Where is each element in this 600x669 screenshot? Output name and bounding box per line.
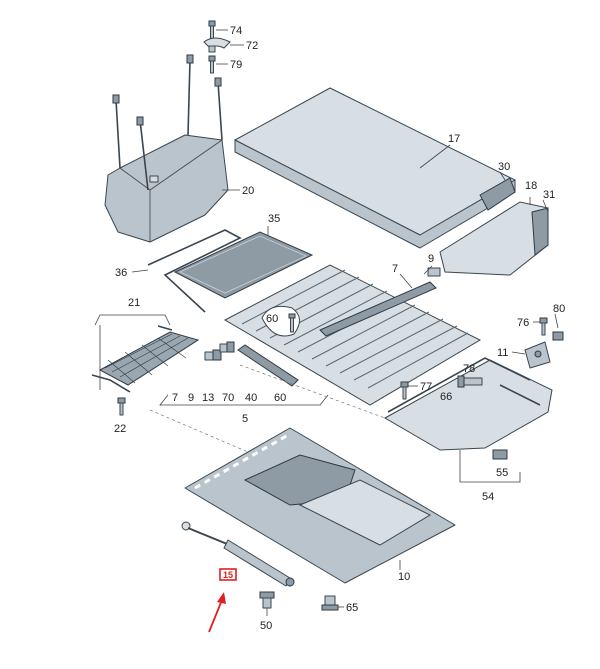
bracket-11: [524, 341, 551, 369]
callout-labels: 74 72 79 17 30 18 31 20 35 36 7 9 21 60 …: [114, 25, 565, 632]
callout-40: 40: [245, 392, 257, 404]
bracket-72: [203, 37, 231, 53]
callout-50: 50: [260, 620, 272, 632]
callout-70: 70: [222, 392, 234, 404]
mat-35: [173, 231, 314, 299]
callout-13: 13: [202, 392, 214, 404]
callout-76: 76: [517, 317, 529, 329]
callout-66: 66: [440, 391, 452, 403]
callout-9-top: 9: [428, 253, 434, 265]
callout-74: 74: [230, 25, 242, 37]
clip-80: [552, 331, 564, 341]
cushion-18: [439, 201, 549, 276]
pin-13: [204, 349, 222, 361]
fastener-65: [321, 595, 339, 611]
callout-20: 20: [242, 185, 254, 197]
callout-18: 18: [525, 180, 537, 192]
callout-65: 65: [346, 602, 358, 614]
fastener-50: [259, 591, 275, 609]
pin-70: [219, 341, 235, 353]
storage-bag-20: [104, 134, 229, 243]
callout-72: 72: [246, 40, 258, 52]
callout-9-bottom: 9: [188, 392, 194, 404]
clip-55: [492, 449, 508, 460]
callout-35: 35: [268, 213, 280, 225]
callout-60-bottom: 60: [274, 392, 286, 404]
callout-54: 54: [482, 491, 494, 503]
highlighted-part-label[interactable]: 15: [219, 568, 237, 581]
red-arrow-icon: [208, 592, 226, 633]
bolt-22: [117, 397, 126, 416]
cargo-net-21: [91, 325, 200, 393]
screw-77: [400, 381, 409, 400]
callout-80: 80: [553, 303, 565, 315]
callout-17: 17: [448, 133, 460, 145]
callout-78: 78: [463, 363, 475, 375]
callout-7-bottom: 7: [172, 392, 178, 404]
callout-31: 31: [543, 189, 555, 201]
bag-straps: [112, 54, 223, 191]
highlight-text: 15: [223, 570, 233, 580]
callout-60-detail: 60: [266, 313, 278, 325]
detail-60: [261, 305, 300, 337]
bar-40: [237, 344, 299, 387]
callout-11: 11: [497, 347, 508, 359]
seat-cushion-17: [233, 87, 517, 249]
end-clip-9: [427, 267, 441, 277]
slatted-floor: [223, 264, 482, 406]
callout-36: 36: [115, 267, 127, 279]
callout-5: 5: [242, 413, 248, 425]
callout-77: 77: [420, 381, 432, 393]
callout-21: 21: [128, 297, 140, 309]
bolt-79: [208, 55, 216, 74]
callout-79: 79: [230, 59, 242, 71]
callout-7-top: 7: [392, 263, 398, 275]
callout-30: 30: [498, 161, 510, 173]
screw-78: [457, 375, 483, 388]
callout-10: 10: [398, 571, 410, 583]
rail-36: [147, 229, 242, 313]
callout-55: 55: [496, 467, 508, 479]
gas-strut-15: [181, 521, 295, 587]
tray-54: [383, 357, 553, 451]
callout-22: 22: [114, 423, 126, 435]
bolt-74: [208, 20, 216, 41]
bolt-76: [539, 317, 548, 336]
floor-panel-10: [184, 427, 456, 584]
